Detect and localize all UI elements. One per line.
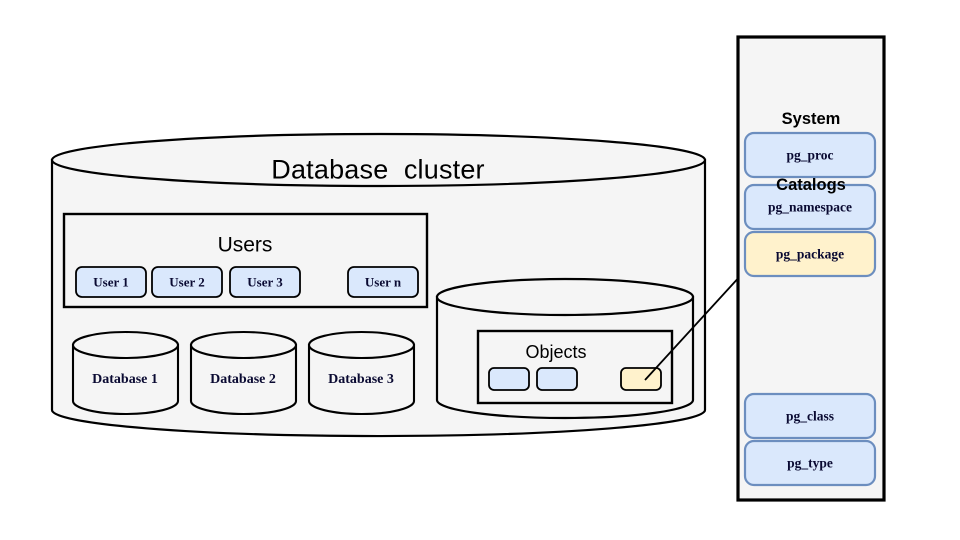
objects-item-blue-2[interactable] (536, 367, 578, 391)
user-pill-label-n: User n (364, 274, 402, 290)
catalog-item-shape-pg_namespace[interactable] (743, 183, 877, 231)
catalog-item-label-pg_package: pg_package (775, 246, 845, 262)
database-cylinder-3[interactable] (307, 330, 416, 416)
database-cylinder-2[interactable] (189, 330, 298, 416)
system-catalogs-panel-title: System Catalogs (738, 63, 884, 241)
user-pill-1[interactable] (75, 266, 147, 298)
catalog-item-label-pg_type: pg_type (787, 455, 833, 471)
catalog-item-shape-pg_package[interactable] (743, 230, 877, 278)
connector-arrow-objects-to-pg-package (644, 261, 754, 381)
catalog-item-label-pg_namespace: pg_namespace (768, 199, 852, 215)
objects-group-title: Objects (525, 342, 587, 362)
user-pill-2[interactable] (151, 266, 223, 298)
database-cylinder-label-3: Database 3 (328, 372, 394, 387)
users-group-title: Users (217, 233, 273, 257)
user-pill-n[interactable] (347, 266, 419, 298)
system-catalogs-title-line-2: Catalogs (776, 176, 846, 195)
database-cylinder-label-2: Database 2 (210, 372, 276, 387)
catalog-item-label-pg_proc: pg_proc (786, 147, 834, 163)
user-pill-label-2: User 2 (169, 274, 205, 290)
user-pill-label-3: User 3 (247, 274, 283, 290)
user-pill-3[interactable] (229, 266, 301, 298)
catalog-item-label-pg_class: pg_class (785, 408, 835, 424)
catalog-item-shape-pg_type[interactable] (743, 439, 877, 487)
catalog-item-shape-pg_proc[interactable] (743, 131, 877, 179)
objects-group-box (476, 329, 674, 405)
objects-item-yellow[interactable] (620, 367, 662, 391)
objects-item-blue-1[interactable] (488, 367, 530, 391)
database-cluster-title: Database cluster (271, 154, 485, 185)
database-cylinder-1[interactable] (71, 330, 180, 416)
system-catalogs-title-line-1: System (781, 109, 841, 128)
catalog-item-shape-pg_class[interactable] (743, 392, 877, 440)
user-pill-label-1: User 1 (93, 274, 129, 290)
database-cylinder-label-1: Database 1 (92, 372, 158, 387)
